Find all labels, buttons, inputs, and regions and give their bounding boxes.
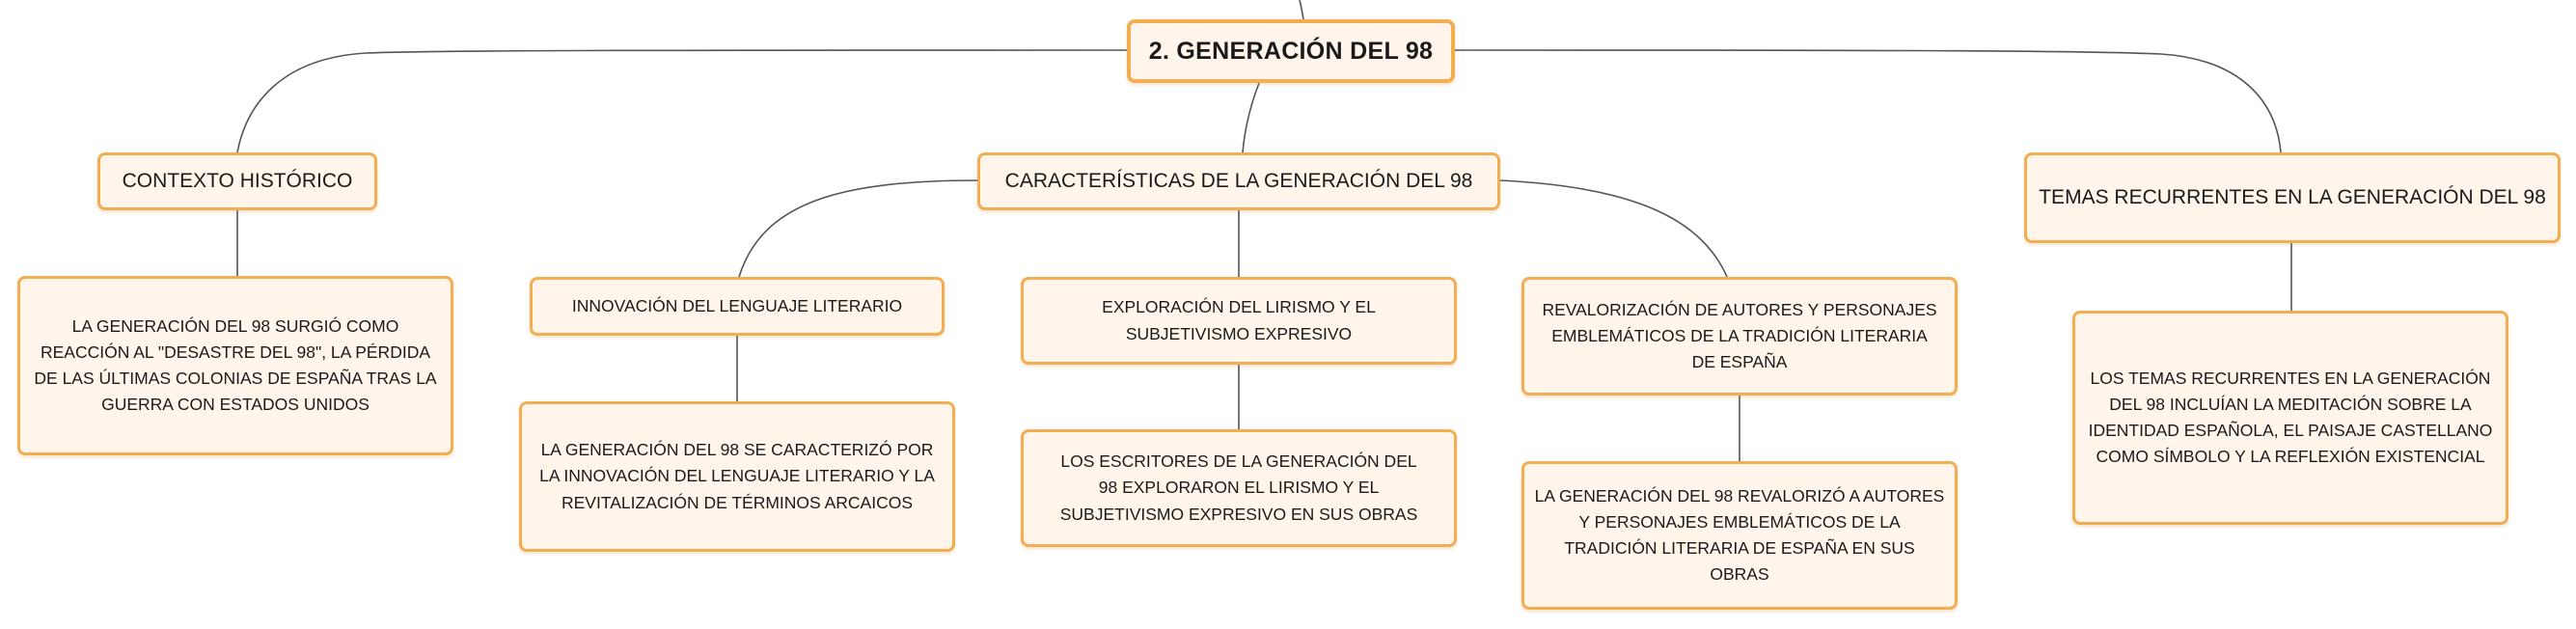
revaluation-node[interactable]: REVALORIZACIÓN DE AUTORES Y PERSONAJES E… xyxy=(1521,277,1958,396)
connector-root-characteristics xyxy=(1242,82,1260,153)
revaluation-description: LA GENERACIÓN DEL 98 REVALORIZÓ A AUTORE… xyxy=(1534,485,1945,585)
revaluation-label: REVALORIZACIÓN DE AUTORES Y PERSONAJES E… xyxy=(1542,299,1937,372)
connector-root-parent xyxy=(1299,0,1304,20)
context-node[interactable]: CONTEXTO HISTÓRICO xyxy=(97,152,377,210)
context-description-node[interactable]: LA GENERACIÓN DEL 98 SURGIÓ COMO REACCIÓ… xyxy=(17,276,453,455)
themes-node[interactable]: TEMAS RECURRENTES EN LA GENERACIÓN DEL 9… xyxy=(2024,152,2561,243)
connector-root-themes xyxy=(1454,49,2282,153)
innovation-description: LA GENERACIÓN DEL 98 SE CARACTERIZÓ POR … xyxy=(539,440,935,512)
exploration-label: EXPLORACIÓN DEL LIRISMO Y EL SUBJETIVISM… xyxy=(1102,297,1376,343)
exploration-description-node[interactable]: LOS ESCRITORES DE LA GENERACIÓN DEL 98 E… xyxy=(1021,429,1457,547)
themes-description-node[interactable]: LOS TEMAS RECURRENTES EN LA GENERACIÓN D… xyxy=(2072,311,2508,525)
root-node[interactable]: 2. GENERACIÓN DEL 98 xyxy=(1127,19,1455,83)
innovation-label: INNOVACIÓN DEL LENGUAJE LITERARIO xyxy=(571,295,903,315)
exploration-node[interactable]: EXPLORACIÓN DEL LIRISMO Y EL SUBJETIVISM… xyxy=(1021,277,1457,365)
characteristics-node[interactable]: CARACTERÍSTICAS DE LA GENERACIÓN DEL 98 xyxy=(977,152,1500,210)
context-description: LA GENERACIÓN DEL 98 SURGIÓ COMO REACCIÓ… xyxy=(34,315,437,415)
characteristics-label: CARACTERÍSTICAS DE LA GENERACIÓN DEL 98 xyxy=(1004,170,1473,192)
revaluation-description-node[interactable]: LA GENERACIÓN DEL 98 REVALORIZÓ A AUTORE… xyxy=(1521,461,1958,610)
themes-description: LOS TEMAS RECURRENTES EN LA GENERACIÓN D… xyxy=(2088,368,2493,467)
themes-label: TEMAS RECURRENTES EN LA GENERACIÓN DEL 9… xyxy=(2039,186,2546,208)
exploration-description: LOS ESCRITORES DE LA GENERACIÓN DEL 98 E… xyxy=(1059,451,1418,524)
context-label: CONTEXTO HISTÓRICO xyxy=(122,170,353,192)
innovation-node[interactable]: INNOVACIÓN DEL LENGUAJE LITERARIO xyxy=(530,277,945,336)
root-label: 2. GENERACIÓN DEL 98 xyxy=(1148,37,1434,65)
connector-characteristics-revaluation xyxy=(1499,179,1728,278)
connector-root-context xyxy=(236,49,1128,153)
innovation-description-node[interactable]: LA GENERACIÓN DEL 98 SE CARACTERIZÓ POR … xyxy=(519,401,955,552)
connector-characteristics-innovation xyxy=(738,179,978,278)
